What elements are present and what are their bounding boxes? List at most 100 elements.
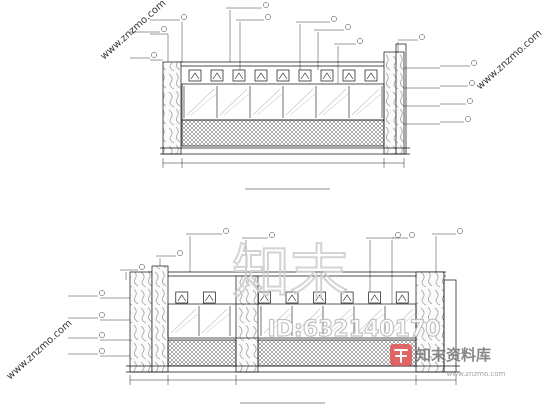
leader-index-bubble <box>465 116 471 122</box>
window-pane <box>342 69 356 82</box>
glass-reflection <box>252 88 281 116</box>
window-ornament <box>177 294 187 302</box>
window-ornament <box>190 72 200 80</box>
glass-reflection <box>205 313 230 334</box>
elevation-top <box>130 2 477 190</box>
watermark-diagonal-url-right: www.znzmo.com <box>475 28 545 92</box>
watermark-corner-logo-url: www.znzmo.com <box>447 370 506 378</box>
glass-reflection <box>223 93 250 116</box>
glass-reflection <box>355 93 382 116</box>
glass-reflection <box>190 93 217 116</box>
dimension-line-top <box>162 158 405 168</box>
dimension-line-bottom <box>129 375 457 385</box>
glass-reflection <box>356 308 383 334</box>
window-pane <box>320 69 334 82</box>
window-pane <box>202 291 216 304</box>
lattice-band-bottom <box>167 339 237 367</box>
leader-index-bubble <box>223 228 229 234</box>
window-ornament <box>300 72 310 80</box>
watermark-id: ID:632140170 <box>267 317 440 342</box>
window-ornament <box>234 72 244 80</box>
leader-index-bubble <box>471 60 477 66</box>
glass-reflection <box>391 313 416 334</box>
window-pane <box>368 291 382 304</box>
marble-pilaster-right <box>383 51 405 155</box>
watermark-brand-glyphs: 知末 <box>232 238 348 306</box>
glass-reflection <box>285 88 314 116</box>
leader-index-bubble <box>161 26 167 32</box>
marble-pilaster-left <box>162 61 182 155</box>
leader-index-bubble <box>269 232 275 238</box>
leader-index-bubble <box>181 14 187 20</box>
elevation-bottom <box>68 228 463 404</box>
window-ornament <box>344 72 354 80</box>
window-ornament <box>315 294 324 302</box>
glass-panels-bottom <box>167 306 417 336</box>
marble-column-left <box>151 265 169 373</box>
leader-index-bubble <box>419 34 425 40</box>
glass-reflection <box>322 93 349 116</box>
glass-reflection <box>318 88 347 116</box>
leader-index-bubble <box>357 38 363 44</box>
window-pane <box>313 291 326 304</box>
window-pane <box>232 69 246 82</box>
watermark-corner-logo: 知末资料库 www.znzmo.com <box>390 344 506 378</box>
watermark-diagonal-url-top: www.znzmo.com <box>99 0 169 62</box>
glass-reflection <box>256 93 283 116</box>
window-ornament <box>256 72 266 80</box>
window-pane <box>175 291 189 304</box>
window-pane <box>364 69 378 82</box>
leader-index-bubble <box>139 264 145 270</box>
leader-index-bubble <box>265 14 271 20</box>
window-pane <box>340 291 354 304</box>
glass-reflection <box>329 313 354 334</box>
lattice-band <box>181 119 385 147</box>
window-pane <box>258 291 271 304</box>
window-ornament <box>342 294 352 302</box>
window-pane <box>210 69 224 82</box>
elevation-top-leaders <box>130 2 477 125</box>
window-ornament <box>260 294 269 302</box>
glass-reflection <box>360 313 385 334</box>
leader-index-bubble <box>99 290 105 296</box>
glass-reflection <box>298 313 323 334</box>
leader-line <box>150 33 169 62</box>
glass-reflection <box>201 308 228 334</box>
window-ornament <box>278 72 288 80</box>
glass-reflection <box>174 313 199 334</box>
window-pane <box>285 291 299 304</box>
glass-reflection <box>219 88 248 116</box>
leader-index-bubble <box>263 2 269 8</box>
window-ornament <box>397 294 407 302</box>
leader-index-bubble <box>457 228 463 234</box>
leader-index-bubble <box>409 232 415 238</box>
watermark-diagonal-url-bottom: www.znzmo.com <box>5 318 75 382</box>
window-ornament <box>212 72 222 80</box>
leader-index-bubble <box>151 52 157 58</box>
leader-index-bubble <box>345 24 351 30</box>
window-ornament <box>370 294 379 302</box>
lattice-band-bottom-right <box>257 339 417 367</box>
glass-reflection <box>263 308 290 334</box>
window-pane <box>188 69 202 82</box>
window-pane <box>276 69 290 82</box>
glass-reflection <box>294 308 321 334</box>
watermark-corner-logo-text: 知末资料库 <box>416 346 491 364</box>
window-pane <box>254 69 268 82</box>
leader-index-bubble <box>99 332 105 338</box>
window-ornament <box>205 294 214 302</box>
window-ornament <box>287 294 297 302</box>
leader-index-bubble <box>99 348 105 354</box>
window-ornament <box>366 72 376 80</box>
glass-reflection <box>170 308 197 334</box>
elevation-bottom-leaders <box>68 228 463 357</box>
glass-reflection <box>267 313 292 334</box>
glass-reflection <box>325 308 352 334</box>
leader-index-bubble <box>99 312 105 318</box>
window-pane <box>395 291 409 304</box>
upper-window-row <box>188 69 378 82</box>
upper-window-row-bottom <box>175 291 409 304</box>
glass-reflection <box>186 88 215 116</box>
leader-index-bubble <box>331 16 337 22</box>
